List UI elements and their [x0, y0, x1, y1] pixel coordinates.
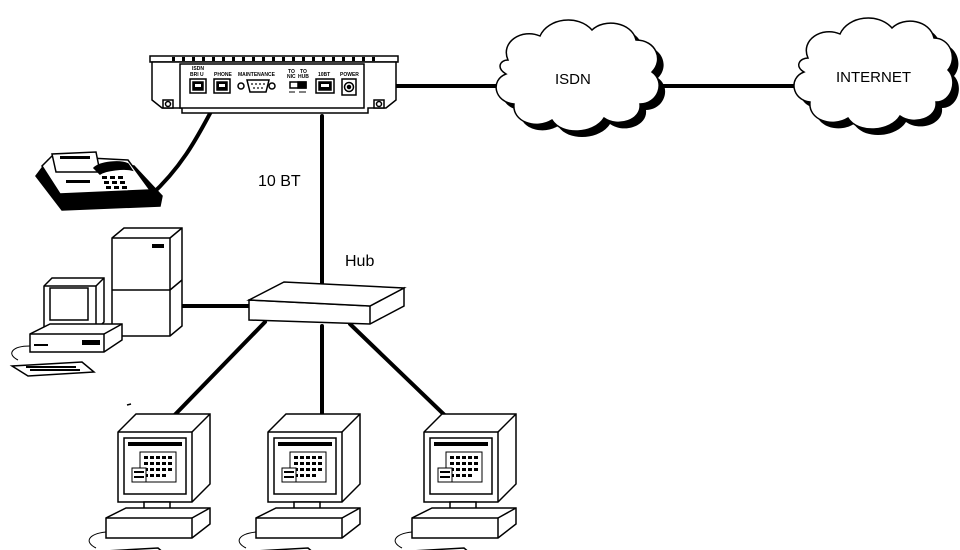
- port-label-maintenance: MAINTENANCE: [238, 72, 276, 78]
- hub-label: Hub: [345, 253, 374, 270]
- router-vents: [172, 57, 375, 61]
- stray-mark: [126, 403, 132, 406]
- nic-hub-switch: [289, 81, 307, 93]
- hub-to-workstation-1-link: [160, 320, 267, 430]
- port-label-isdn-line1: ISDN: [192, 66, 204, 72]
- isdn-router: ISDN BRI U PHONE MAINTENANCE TO NIC TO H…: [149, 55, 399, 114]
- isdn-port: [189, 78, 207, 94]
- telephone-icon: [35, 151, 163, 211]
- internet-cloud-body: [793, 17, 954, 130]
- port-label-to-nic-line2: NIC: [287, 74, 296, 80]
- hub-to-workstation-3-link: [348, 322, 460, 430]
- port-label-to-hub-line1: TO: [300, 69, 307, 75]
- left-desktop-computer: [9, 277, 123, 377]
- connection-lines: [148, 84, 802, 430]
- isdn-cloud-label: ISDN: [555, 71, 591, 88]
- hub-device: [246, 281, 407, 325]
- internet-cloud-label: INTERNET: [836, 69, 911, 86]
- port-label-to-hub-line2: HUB: [298, 74, 309, 80]
- workstation-1: [87, 413, 211, 550]
- power-port: [341, 78, 357, 96]
- workstation-3: [393, 413, 517, 550]
- link-label-10bt: 10 BT: [258, 173, 301, 190]
- server-tower: [111, 227, 183, 337]
- isdn-cloud: ISDN: [495, 19, 666, 138]
- port-label-10bt: 10BT: [318, 72, 330, 78]
- isdn-cloud-body: [495, 19, 660, 132]
- 10bt-port: [315, 78, 335, 94]
- port-label-power: POWER: [340, 72, 359, 78]
- phone-port: [213, 78, 231, 94]
- internet-cloud: INTERNET: [793, 17, 959, 136]
- workstation-2: [237, 413, 361, 550]
- port-label-to-nic-line1: TO: [288, 69, 295, 75]
- maintenance-port: [237, 79, 276, 93]
- port-label-phone: PHONE: [214, 72, 232, 78]
- port-label-isdn-line2: BRI U: [190, 72, 204, 78]
